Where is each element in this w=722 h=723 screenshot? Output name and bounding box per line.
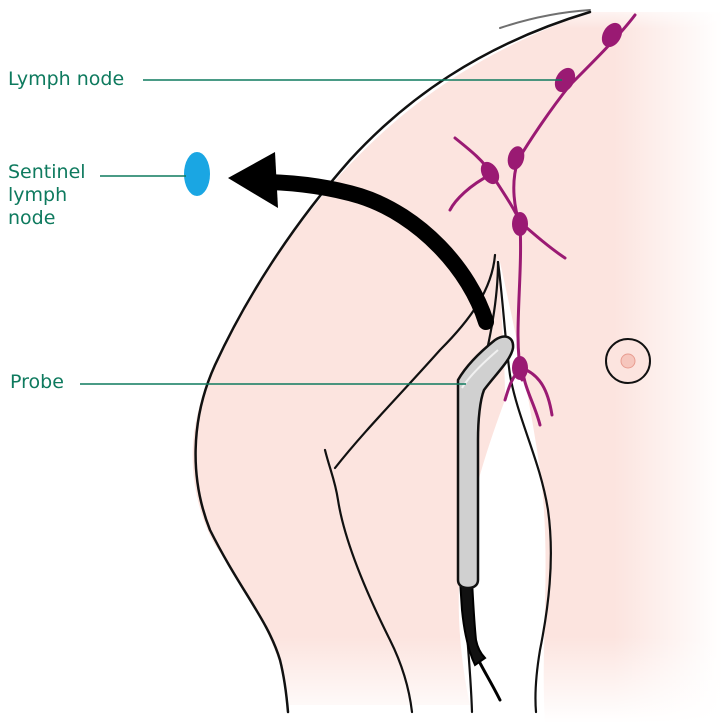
sentinel-lymph-node-label: Sentinel lymph node — [8, 161, 86, 230]
nipple — [606, 339, 650, 383]
lymph-node-marker — [512, 212, 528, 236]
sentinel-label-line-1: Sentinel — [8, 161, 86, 184]
lymph-node-marker — [512, 356, 528, 380]
lymph-node-label: Lymph node — [8, 68, 124, 91]
sentinel-label-line-3: node — [8, 207, 86, 230]
sentinel-node-icon — [184, 152, 210, 196]
sentinel-label-line-2: lymph — [8, 184, 86, 207]
probe-label: Probe — [10, 371, 64, 394]
